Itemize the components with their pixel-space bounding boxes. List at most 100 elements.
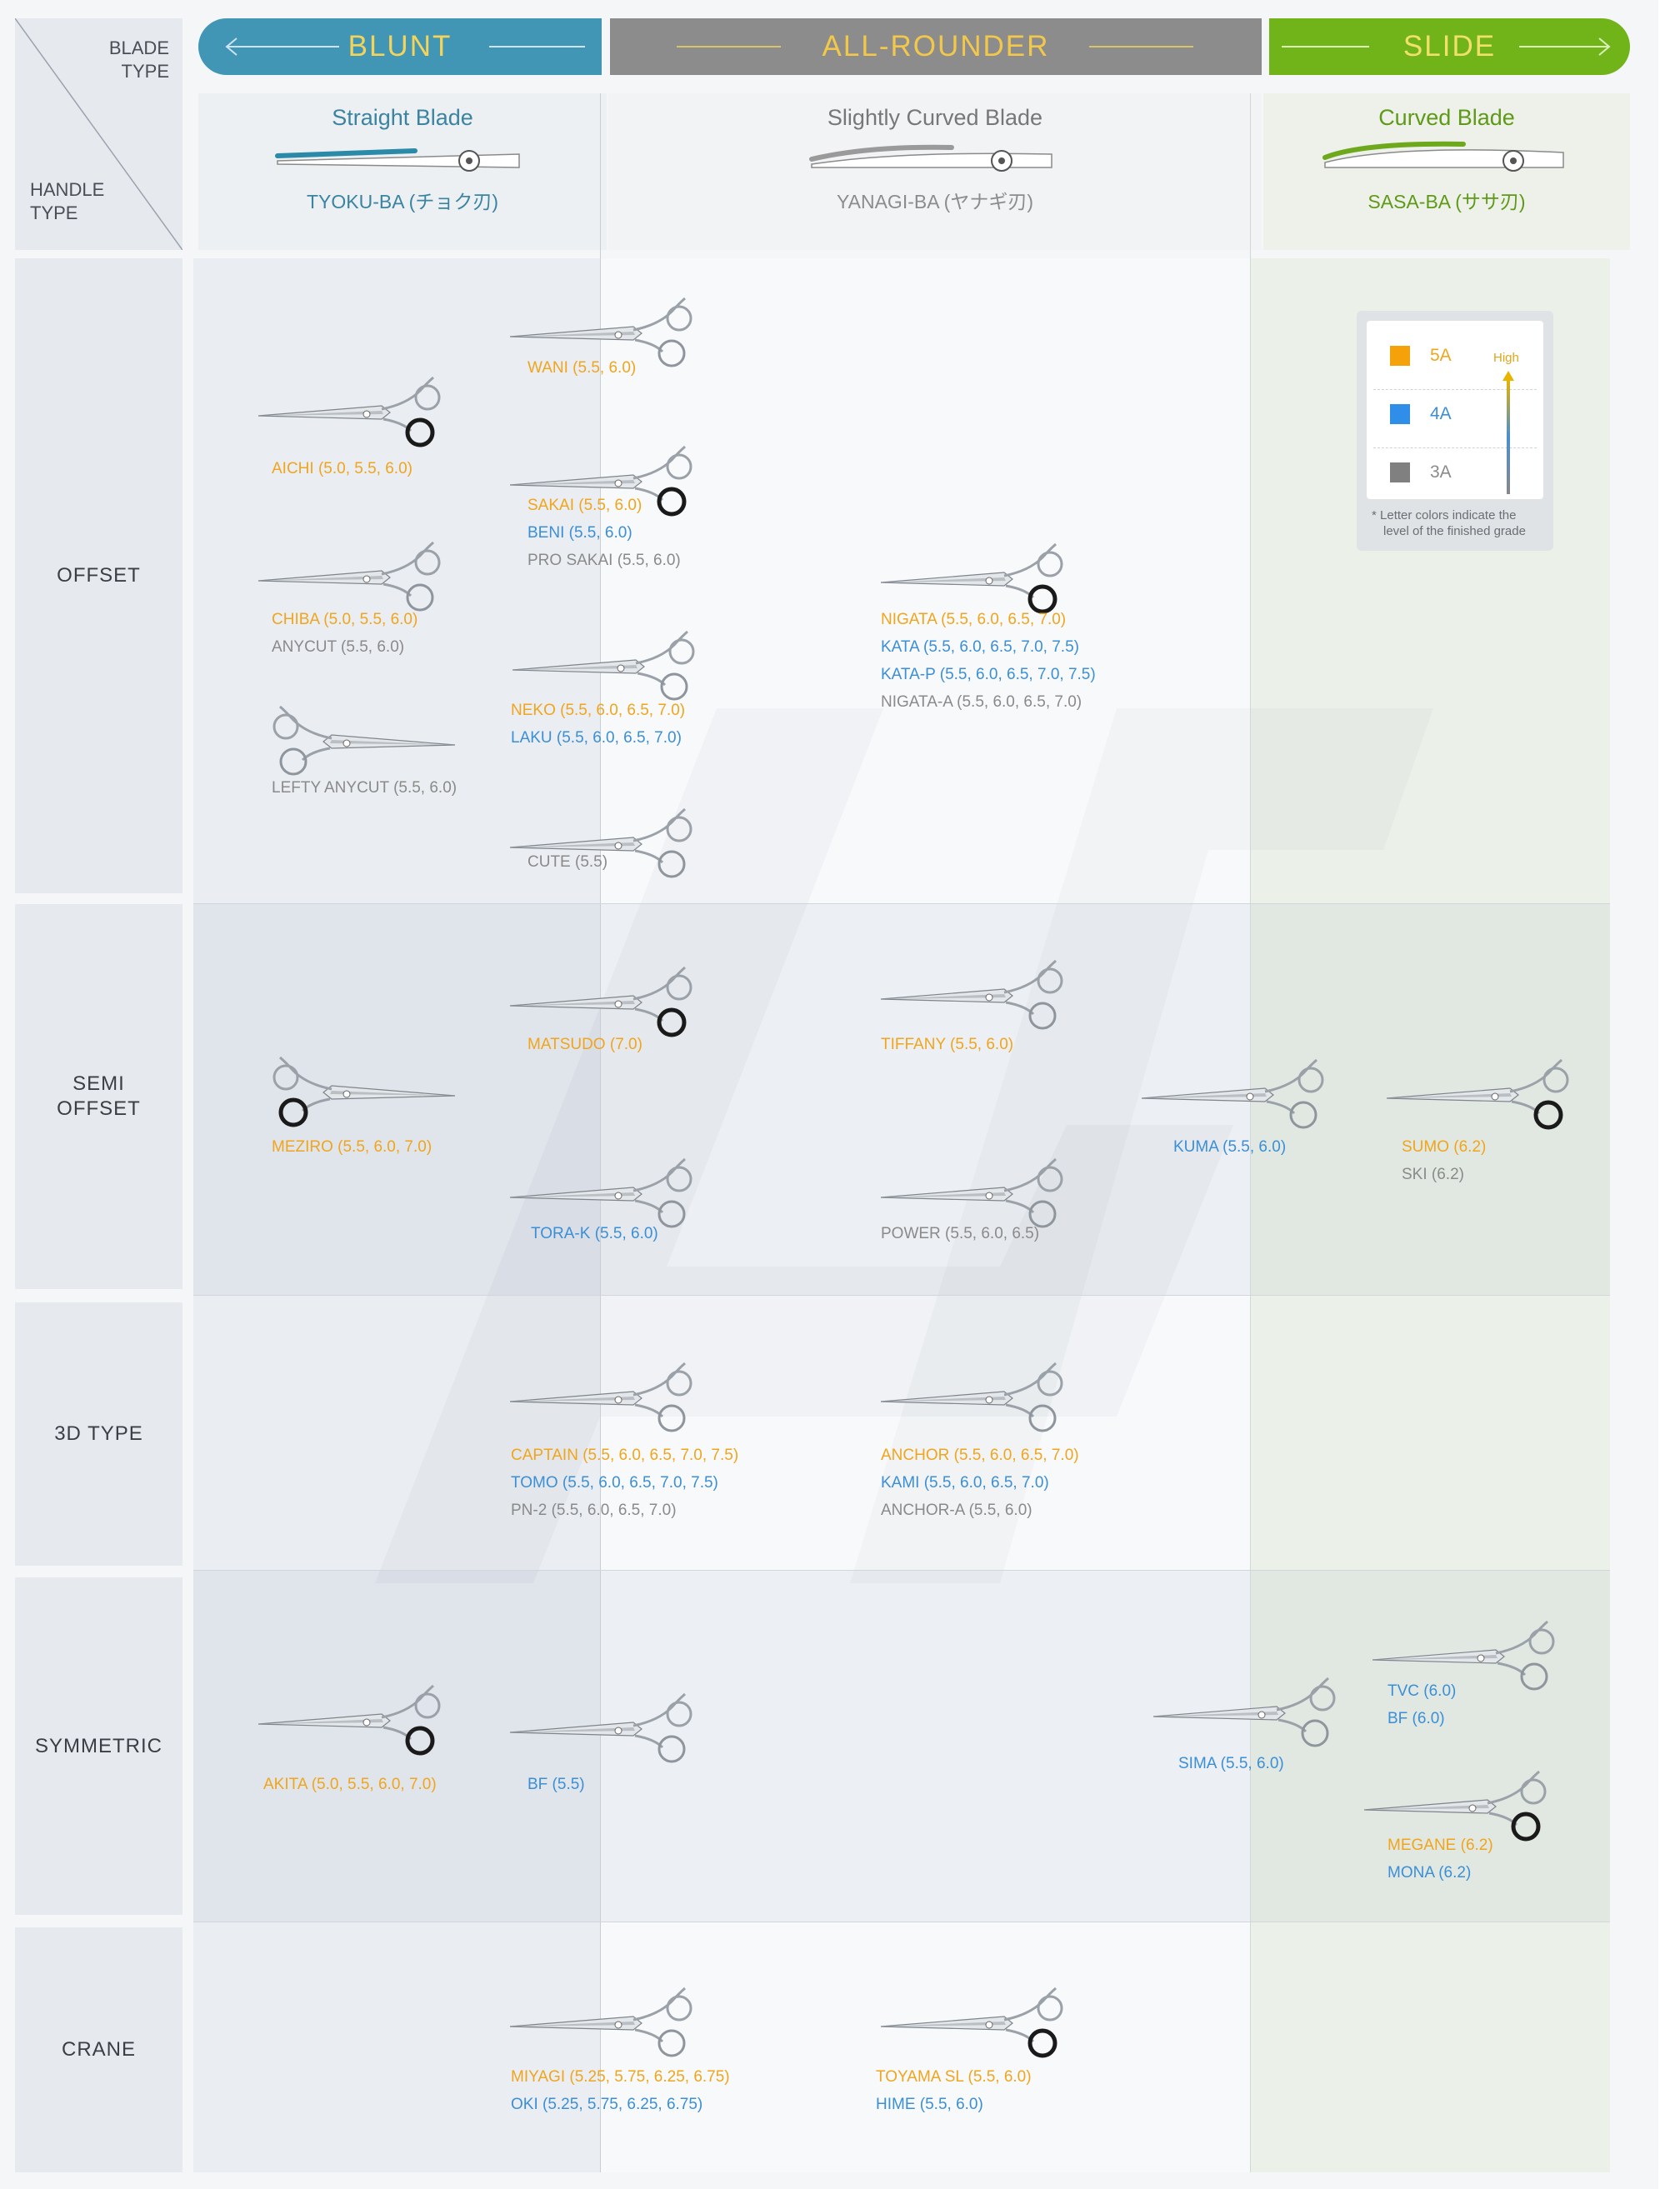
scissor-image-nigata xyxy=(879,539,1079,618)
scissor-image-tvc xyxy=(1371,1617,1571,1696)
scissor-image-aichi xyxy=(257,372,457,452)
product-name: CUTE (5.5) xyxy=(528,853,608,871)
blade-slightly-curved-subtitle: YANAGI-BA (ヤナギ刃) xyxy=(837,191,1033,212)
straight-blade-icon xyxy=(275,148,520,172)
product-group-tiffany: TIFFANY (5.5, 6.0) xyxy=(881,1031,1013,1058)
scissor-image-chiba xyxy=(257,537,457,617)
product-group-tvc: TVC (6.0)BF (6.0) xyxy=(1388,1677,1456,1732)
category-blunt: BLUNT xyxy=(198,18,602,75)
product-name: PN-2 (5.5, 6.0, 6.5, 7.0) xyxy=(511,1502,677,1519)
corner-cell: BLADE TYPE HANDLE TYPE xyxy=(15,18,182,250)
blade-curved-title: Curved Blade xyxy=(1378,105,1515,130)
scissor-image-miyagi xyxy=(508,1983,708,2062)
product-group-aichi: AICHI (5.0, 5.5, 6.0) xyxy=(272,455,412,482)
product-name: SUMO (6.2) xyxy=(1402,1138,1487,1156)
scissor-icon xyxy=(509,966,692,1037)
scissor-image-akita xyxy=(257,1681,457,1760)
row-separator-1 xyxy=(193,903,1610,904)
row-separator-2 xyxy=(193,1295,1610,1296)
blade-straight: Straight Blade TYOKU-BA (チョク刃) xyxy=(198,105,607,214)
product-name: TOMO (5.5, 6.0, 6.5, 7.0, 7.5) xyxy=(511,1474,718,1492)
product-name: CAPTAIN (5.5, 6.0, 6.5, 7.0, 7.5) xyxy=(511,1447,739,1464)
product-name: KATA-P (5.5, 6.0, 6.5, 7.0, 7.5) xyxy=(881,666,1096,683)
product-group-bf55: BF (5.5) xyxy=(528,1771,585,1798)
scissor-icon xyxy=(512,630,695,701)
product-name: PRO SAKAI (5.5, 6.0) xyxy=(528,552,681,569)
scissor-icon xyxy=(509,445,692,517)
product-name: ANCHOR (5.5, 6.0, 6.5, 7.0) xyxy=(881,1447,1079,1464)
divider-lines xyxy=(677,46,1193,47)
product-name: AICHI (5.0, 5.5, 6.0) xyxy=(272,460,412,477)
scissor-icon xyxy=(1386,1058,1569,1130)
product-group-toyama: TOYAMA SL (5.5, 6.0)HIME (5.5, 6.0) xyxy=(876,2063,1032,2118)
product-name: BF (6.0) xyxy=(1388,1710,1445,1727)
product-name: ANYCUT (5.5, 6.0) xyxy=(272,638,405,656)
scissor-icon xyxy=(509,1692,692,1763)
legend-note-line1: * Letter colors indicate the xyxy=(1372,508,1517,522)
product-name: AKITA (5.0, 5.5, 6.0, 7.0) xyxy=(263,1776,437,1793)
legend-item-3a: 3A xyxy=(1390,462,1452,482)
scissor-icon xyxy=(509,297,692,367)
blade-header-slightly-curved xyxy=(608,93,1262,250)
scissor-image-cute xyxy=(508,804,708,883)
column-separator-1 xyxy=(600,93,601,2172)
product-name: MIYAGI (5.25, 5.75, 6.25, 6.75) xyxy=(511,2068,730,2086)
scissor-icon xyxy=(880,1157,1063,1228)
swatch-5a xyxy=(1390,346,1410,366)
swatch-3a xyxy=(1390,462,1410,482)
scissor-icon xyxy=(509,1987,692,2057)
category-all-rounder-label: ALL-ROUNDER xyxy=(822,30,1050,62)
scissor-image-wani xyxy=(508,293,708,372)
scissor-icon xyxy=(509,1362,692,1432)
row-label-crane: CRANE xyxy=(15,1927,182,2172)
product-group-kuma: KUMA (5.5, 6.0) xyxy=(1173,1133,1286,1161)
product-group-miyagi: MIYAGI (5.25, 5.75, 6.25, 6.75)OKI (5.25… xyxy=(511,2063,730,2118)
scissor-image-megane xyxy=(1362,1767,1562,1846)
product-name: POWER (5.5, 6.0, 6.5) xyxy=(881,1225,1040,1242)
product-group-sima: SIMA (5.5, 6.0) xyxy=(1178,1750,1284,1777)
product-name: MEGANE (6.2) xyxy=(1388,1837,1493,1854)
product-name: NIGATA-A (5.5, 6.0, 6.5, 7.0) xyxy=(881,693,1082,711)
scissor-icon xyxy=(1141,1058,1324,1129)
product-group-power: POWER (5.5, 6.0, 6.5) xyxy=(881,1220,1039,1247)
category-blunt-label: BLUNT xyxy=(348,30,452,62)
product-name: SIMA (5.5, 6.0) xyxy=(1178,1755,1284,1772)
blade-slightly-curved: Slightly Curved Blade YANAGI-BA (ヤナギ刃) xyxy=(608,105,1262,214)
scissor-image-tora xyxy=(508,1154,708,1233)
blade-curved: Curved Blade SASA-BA (ササ刃) xyxy=(1263,105,1630,214)
scissor-image-sakai xyxy=(508,442,708,521)
row-label-3d-type: 3D TYPE xyxy=(15,1302,182,1566)
scissor-icon xyxy=(258,541,441,612)
scissor-image-meziro xyxy=(257,1052,457,1132)
scissor-image-sima xyxy=(1152,1673,1352,1752)
grade-arrow-icon xyxy=(1502,371,1514,494)
product-name: CHIBA (5.0, 5.5, 6.0) xyxy=(272,611,418,628)
product-name: BF (5.5) xyxy=(528,1776,585,1793)
product-group-wani: WANI (5.5, 6.0) xyxy=(528,354,636,382)
product-name: MONA (6.2) xyxy=(1388,1864,1472,1882)
product-group-tora: TORA-K (5.5, 6.0) xyxy=(531,1220,658,1247)
product-group-megane: MEGANE (6.2) MONA (6.2) xyxy=(1388,1832,1493,1887)
product-name: ANCHOR-A (5.5, 6.0) xyxy=(881,1502,1032,1519)
blade-type-label: BLADE TYPE xyxy=(108,37,169,82)
curved-blade-icon xyxy=(1322,141,1564,172)
product-group-chiba: CHIBA (5.0, 5.5, 6.0) ANYCUT (5.5, 6.0) xyxy=(272,606,418,661)
blade-straight-subtitle: TYOKU-BA (チョク刃) xyxy=(306,191,498,212)
legend-note-line2: level of the finished grade xyxy=(1383,524,1526,538)
scissor-icon xyxy=(1372,1620,1555,1691)
row-label-symmetric: SYMMETRIC xyxy=(15,1577,182,1915)
scissor-icon xyxy=(509,1157,692,1228)
product-name: BENI (5.5, 6.0) xyxy=(528,524,632,542)
scissor-image-bf55 xyxy=(508,1689,708,1768)
scissor-image-kuma xyxy=(1140,1055,1340,1134)
legend-item-4a: 4A xyxy=(1390,404,1452,424)
product-name: KAMI (5.5, 6.0, 6.5, 7.0) xyxy=(881,1474,1049,1492)
column-tint-blunt xyxy=(193,258,600,2172)
scissor-image-lefty xyxy=(257,702,457,781)
product-name: MEZIRO (5.5, 6.0, 7.0) xyxy=(272,1138,432,1156)
scissor-image-toyama xyxy=(879,1983,1079,2062)
grade-legend: 5A 4A 3A High xyxy=(1357,311,1553,551)
product-group-nigata: NIGATA (5.5, 6.0, 6.5, 7.0)KATA (5.5, 6.… xyxy=(881,606,1096,716)
product-group-captain: CAPTAIN (5.5, 6.0, 6.5, 7.0, 7.5) TOMO (5… xyxy=(511,1442,738,1524)
